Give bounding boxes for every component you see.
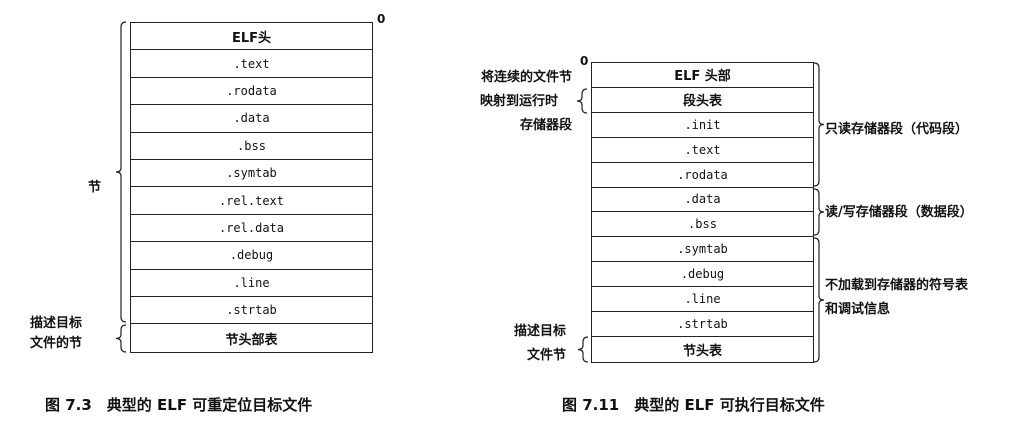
section-row: .symtab: [131, 160, 372, 188]
offset-zero-label: 0: [580, 54, 589, 68]
section-row: ELF 头部: [592, 63, 813, 88]
section-row: .line: [592, 287, 813, 313]
label-line: 描述目标: [30, 316, 83, 331]
label-line: 不加载到存储器的符号表: [825, 278, 969, 293]
relocatable-elf-layout: ELF头.text.rodata.data.bss.symtab.rel.tex…: [130, 22, 373, 353]
section-row: .strtab: [131, 297, 372, 325]
figure-caption: 图 7.3 典型的 ELF 可重定位目标文件: [45, 396, 313, 414]
section-row: .debug: [592, 262, 813, 288]
section-row: .bss: [131, 133, 372, 161]
readonly-segment-label: 只读存储器段（代码段）: [825, 122, 969, 137]
not-loaded-label: 不加载到存储器的符号表 和调试信息: [825, 274, 968, 322]
brace: [813, 188, 825, 236]
label-line: 和调试信息: [825, 302, 891, 317]
section-row: .init: [592, 113, 813, 138]
section-row: .rel.text: [131, 187, 372, 215]
section-row: 段头表: [592, 88, 813, 113]
section-row: 节头表: [682, 343, 722, 359]
brace: [115, 21, 127, 323]
label-line: 将连续的文件节: [480, 70, 572, 85]
section-row: .debug: [131, 242, 372, 270]
section-row: .rodata: [592, 163, 813, 188]
section-row: .bss: [592, 212, 813, 238]
section-row: .strtab: [592, 312, 813, 337]
brace: [813, 237, 825, 363]
section-row: .symtab: [592, 237, 813, 263]
brace: [577, 336, 589, 363]
section-header-desc: 描述目标 文件节: [514, 320, 569, 368]
section-row: .data: [131, 105, 372, 133]
label-line: 文件节: [526, 348, 566, 363]
section-row: .text: [131, 50, 372, 78]
segment-mapping-desc: 将连续的文件节 映射到运行时 存储器段: [480, 66, 572, 138]
offset-zero-label: 0: [377, 12, 386, 26]
section-header-desc: 描述目标 文件的节: [30, 314, 82, 354]
sections-label: 节: [88, 180, 102, 195]
brace: [813, 62, 825, 187]
readwrite-segment-label: 读/写存储器段（数据段）: [825, 205, 973, 220]
executable-elf-layout: ELF 头部段头表.init.text.rodata.data.bss.symt…: [591, 62, 814, 363]
label-line: 描述目标: [513, 324, 566, 339]
section-row: ELF头: [131, 23, 372, 51]
section-row: .rodata: [131, 78, 372, 106]
section-row: 节头部表: [225, 332, 278, 348]
label-line: 文件的节: [30, 336, 83, 351]
section-row: .data: [592, 188, 813, 213]
section-row: .rel.data: [131, 215, 372, 243]
label-line: 存储器段: [519, 118, 572, 133]
brace: [576, 88, 588, 114]
figure-caption: 图 7.11 典型的 ELF 可执行目标文件: [562, 396, 825, 414]
label-line: 映射到运行时: [479, 94, 558, 109]
section-row: .line: [131, 270, 372, 298]
section-row: .text: [592, 138, 813, 163]
brace: [115, 324, 127, 353]
